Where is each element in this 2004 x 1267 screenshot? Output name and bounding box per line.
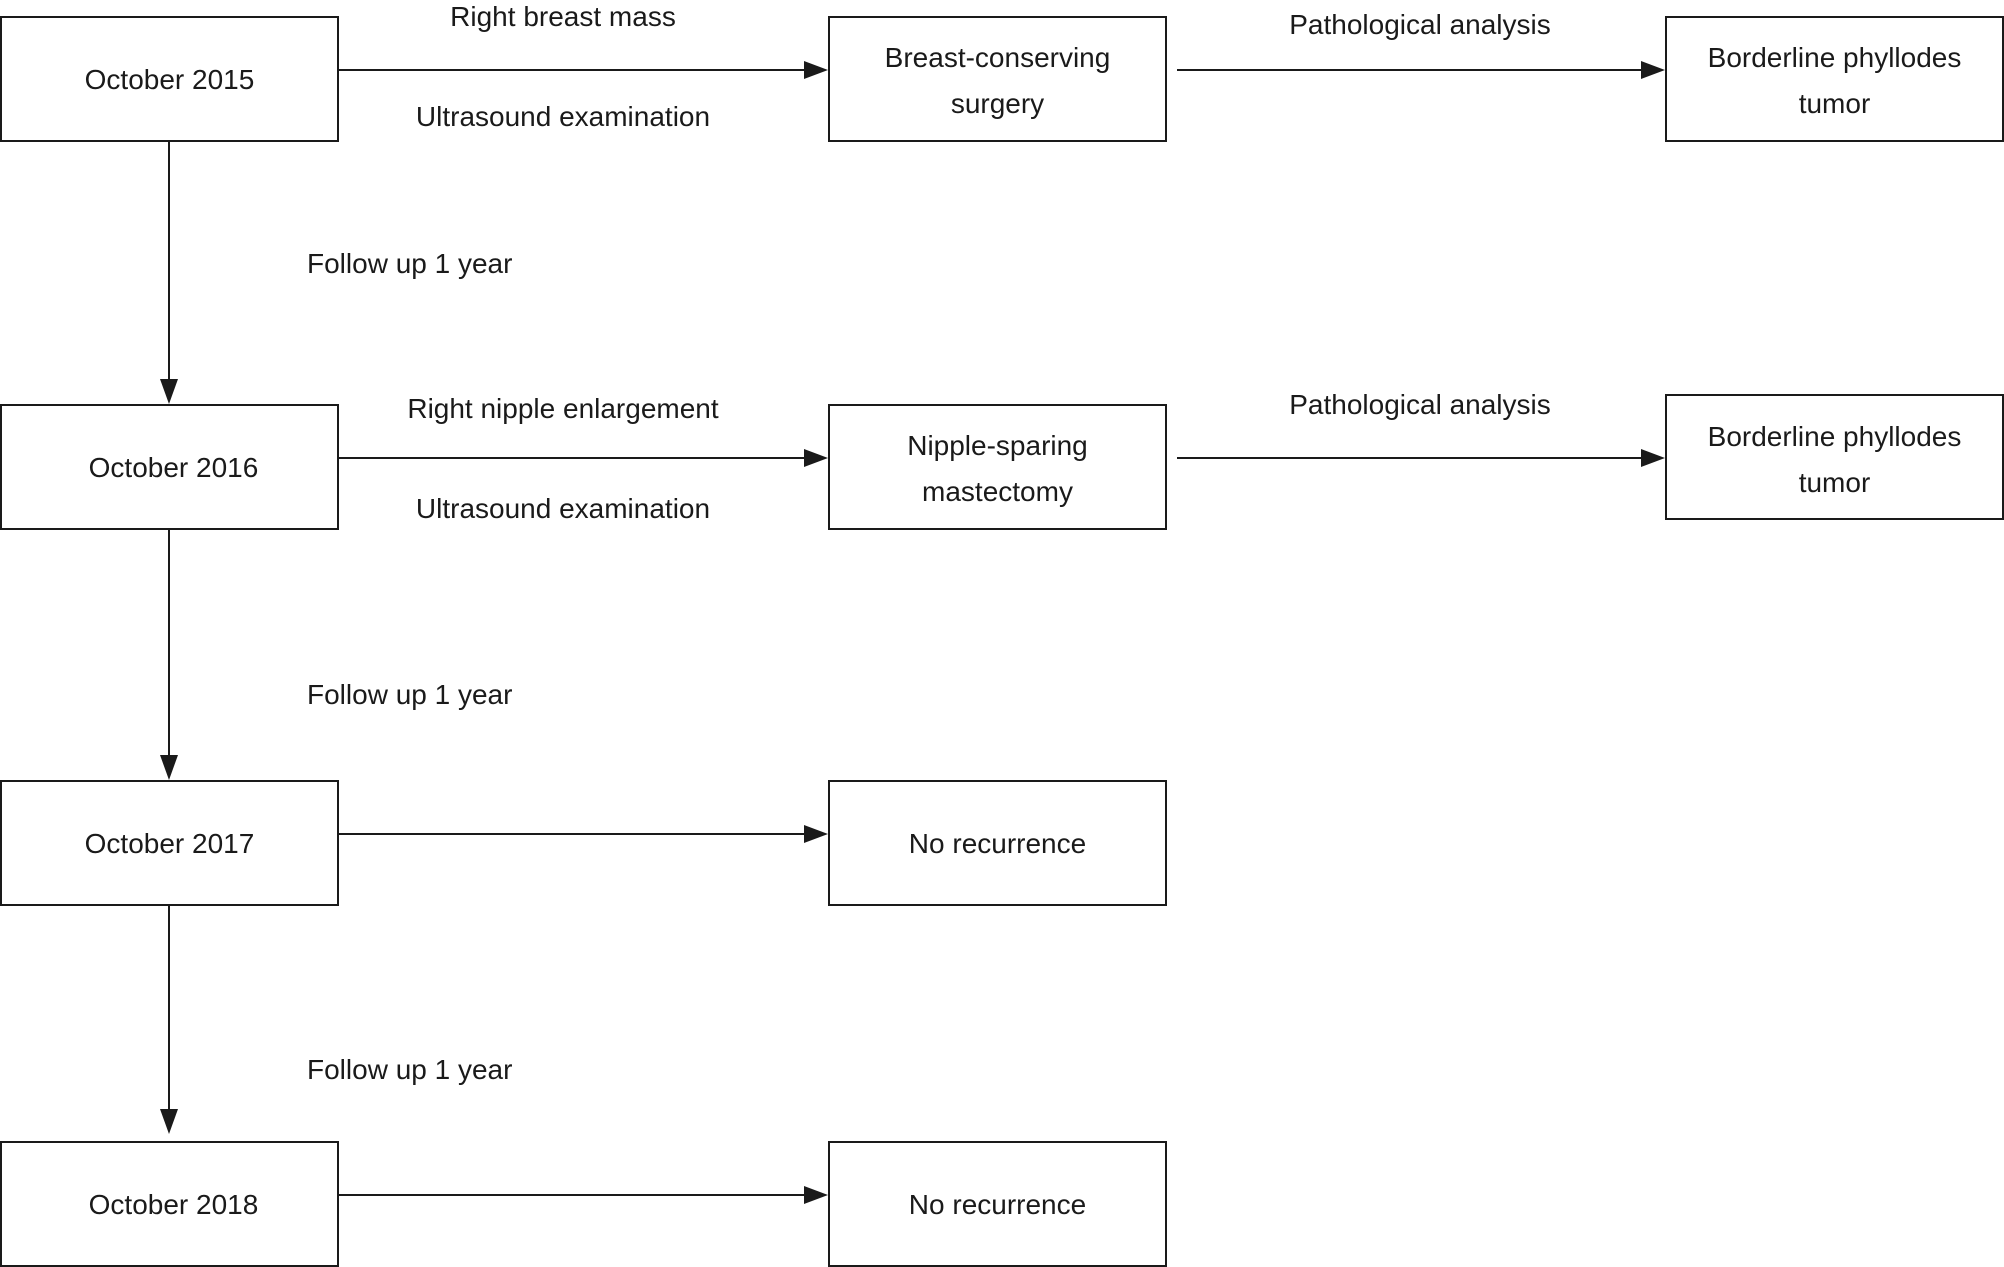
edge-label-pathological-analysis-2015: Pathological analysis [1289,9,1551,40]
arrow-2016-to-2017 [160,529,178,780]
node-october-2015-label: October 2015 [85,64,255,95]
arrow-nsm-to-pathology-2016 [1177,449,1665,467]
node-breast-conserving-surgery-line1: Breast-conserving [885,42,1111,73]
node-october-2017-label: October 2017 [85,828,255,859]
node-borderline-phyllodes-tumor-2015-line1: Borderline phyllodes [1708,42,1962,73]
edge-label-ultrasound-2015: Ultrasound examination [416,101,710,132]
edge-label-ultrasound-2016: Ultrasound examination [416,493,710,524]
arrowhead-icon [1641,449,1665,467]
arrow-2017-to-2018 [160,905,178,1134]
arrow-2017-to-no-recurrence [338,825,828,843]
node-no-recurrence-2018-label: No recurrence [909,1189,1086,1220]
arrowhead-icon [804,61,828,79]
arrow-2018-to-no-recurrence [338,1186,828,1204]
arrowhead-icon [804,449,828,467]
node-october-2016: October 2016 [0,404,339,530]
node-breast-conserving-surgery: Breast-conserving surgery [828,16,1167,142]
node-borderline-phyllodes-tumor-2015: Borderline phyllodes tumor [1665,16,2004,142]
edge-label-pathological-analysis-2016: Pathological analysis [1289,389,1551,420]
edge-label-follow-up-3: Follow up 1 year [307,1054,512,1085]
edge-label-right-breast-mass: Right breast mass [450,1,676,32]
arrowhead-icon [160,379,178,404]
node-breast-conserving-surgery-line2: surgery [951,88,1044,119]
node-october-2018-label: October 2018 [89,1189,259,1220]
arrow-2015-to-2016 [160,141,178,404]
node-no-recurrence-2018: No recurrence [828,1141,1167,1267]
arrowhead-icon [160,755,178,780]
arrowhead-icon [160,1109,178,1134]
node-october-2017: October 2017 [0,780,339,906]
node-no-recurrence-2017-label: No recurrence [909,828,1086,859]
arrow-2015-to-breast-conserving-surgery [338,61,828,79]
node-borderline-phyllodes-tumor-2016: Borderline phyllodes tumor [1665,394,2004,520]
arrowhead-icon [804,1186,828,1204]
edge-label-follow-up-1: Follow up 1 year [307,248,512,279]
node-october-2016-label: October 2016 [89,452,259,483]
edge-label-follow-up-2: Follow up 1 year [307,679,512,710]
edge-label-right-nipple-enlargement: Right nipple enlargement [407,393,719,424]
node-borderline-phyllodes-tumor-2016-line2: tumor [1799,467,1871,498]
node-borderline-phyllodes-tumor-2016-line1: Borderline phyllodes [1708,421,1962,452]
node-borderline-phyllodes-tumor-2015-line2: tumor [1799,88,1871,119]
node-nipple-sparing-mastectomy-line2: mastectomy [922,476,1073,507]
node-october-2015: October 2015 [0,16,339,142]
node-no-recurrence-2017: No recurrence [828,780,1167,906]
node-nipple-sparing-mastectomy: Nipple-sparing mastectomy [828,404,1167,530]
node-october-2018: October 2018 [0,1141,339,1267]
arrowhead-icon [1641,61,1665,79]
arrow-2016-to-nipple-sparing-mastectomy [338,449,828,467]
arrow-bcs-to-pathology-2015 [1177,61,1665,79]
arrowhead-icon [804,825,828,843]
node-nipple-sparing-mastectomy-line1: Nipple-sparing [907,430,1088,461]
